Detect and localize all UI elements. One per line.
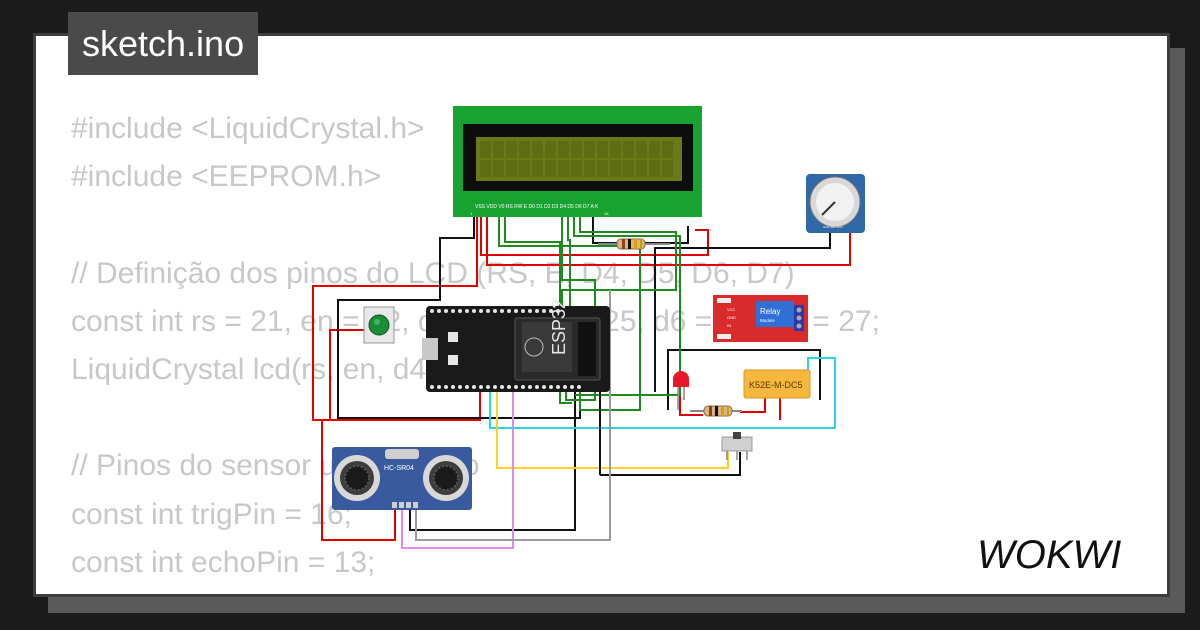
relay-label: Relay bbox=[760, 307, 780, 316]
slide-switch[interactable] bbox=[721, 432, 753, 460]
wokwi-logo: WOKWI bbox=[977, 533, 1121, 577]
usb-port bbox=[422, 338, 438, 360]
ultrasonic-pins bbox=[392, 502, 418, 508]
lcd-display[interactable]: VSS VDD V0 RS RW E D0 D1 D2 D3 D4 D5 D6 … bbox=[453, 106, 702, 217]
wire-red bbox=[480, 213, 709, 256]
en-button bbox=[448, 355, 458, 365]
relay-sublabel: Module bbox=[760, 318, 775, 323]
wifi-logo-icon bbox=[524, 337, 544, 357]
relay-module[interactable]: Relay Module VCC GND IN bbox=[713, 295, 808, 342]
push-button-highlight bbox=[374, 319, 380, 325]
relay-pin-vcc: VCC bbox=[727, 307, 736, 312]
code-line: const int echoPin = 13; bbox=[71, 545, 376, 579]
potentiometer[interactable]: GND SIG VCC bbox=[806, 174, 865, 233]
esp32-board[interactable]: ESP32 bbox=[422, 299, 610, 392]
sketch-filename-title: sketch.ino bbox=[68, 12, 259, 75]
wire-pink bbox=[401, 392, 514, 549]
relay-pin-in: IN bbox=[727, 323, 731, 328]
lcd-character-cells bbox=[480, 141, 673, 177]
potentiometer-knob-indicator bbox=[821, 201, 836, 216]
code-line: #include <LiquidCrystal.h> bbox=[71, 112, 425, 145]
wire-red bbox=[329, 329, 365, 420]
red-led bbox=[673, 371, 689, 410]
wire-red bbox=[312, 213, 481, 421]
wokwi-logo-text: WOKWI bbox=[977, 533, 1121, 577]
lcd-pin-last: 16 bbox=[604, 211, 609, 216]
potentiometer-pin-labels: GND SIG VCC bbox=[823, 225, 844, 229]
resistor bbox=[690, 405, 742, 417]
wire-black bbox=[667, 349, 821, 410]
push-button[interactable] bbox=[363, 306, 395, 344]
relay-pin-gnd: GND bbox=[727, 315, 736, 320]
esp32-header-pins-top bbox=[430, 309, 560, 313]
crystal-oscillator bbox=[385, 449, 419, 459]
wire-red bbox=[740, 395, 766, 413]
wire-red bbox=[679, 395, 703, 416]
wire-black bbox=[409, 392, 576, 531]
wire-yellow bbox=[496, 392, 729, 469]
ultrasonic-label: HC-SR04 bbox=[384, 465, 414, 472]
boot-button bbox=[448, 332, 458, 342]
wire-green bbox=[498, 213, 641, 411]
code-line: const int trigPin = 16; bbox=[71, 497, 352, 531]
lcd-pin-labels: VSS VDD V0 RS RW E D0 D1 D2 D3 D4 D5 D6 … bbox=[475, 204, 599, 210]
wire-black bbox=[337, 213, 581, 419]
wire-black bbox=[600, 452, 741, 476]
esp32-header-pins-bottom bbox=[430, 385, 581, 389]
wire-red bbox=[486, 213, 851, 266]
wire-gray bbox=[415, 290, 611, 541]
wire-green bbox=[504, 213, 572, 404]
relay-chip-label: K52E-M-DC5 bbox=[749, 380, 803, 390]
code-line: #include <EEPROM.h> bbox=[71, 160, 382, 194]
relay-chip[interactable]: K52E-M-DC5 bbox=[743, 369, 811, 399]
wire-red bbox=[321, 420, 396, 541]
wire-cyan bbox=[489, 357, 836, 429]
code-line: // Definição dos pinos do LCD (RS, E, D4… bbox=[71, 256, 795, 290]
esp32-label: ESP32 bbox=[549, 299, 569, 355]
wire-green bbox=[573, 213, 681, 396]
resistor bbox=[598, 238, 670, 250]
ultrasonic-sensor[interactable]: HC-SR04 bbox=[332, 447, 472, 510]
lcd-pin-first: 1 bbox=[470, 211, 473, 216]
wire-black bbox=[654, 232, 831, 392]
